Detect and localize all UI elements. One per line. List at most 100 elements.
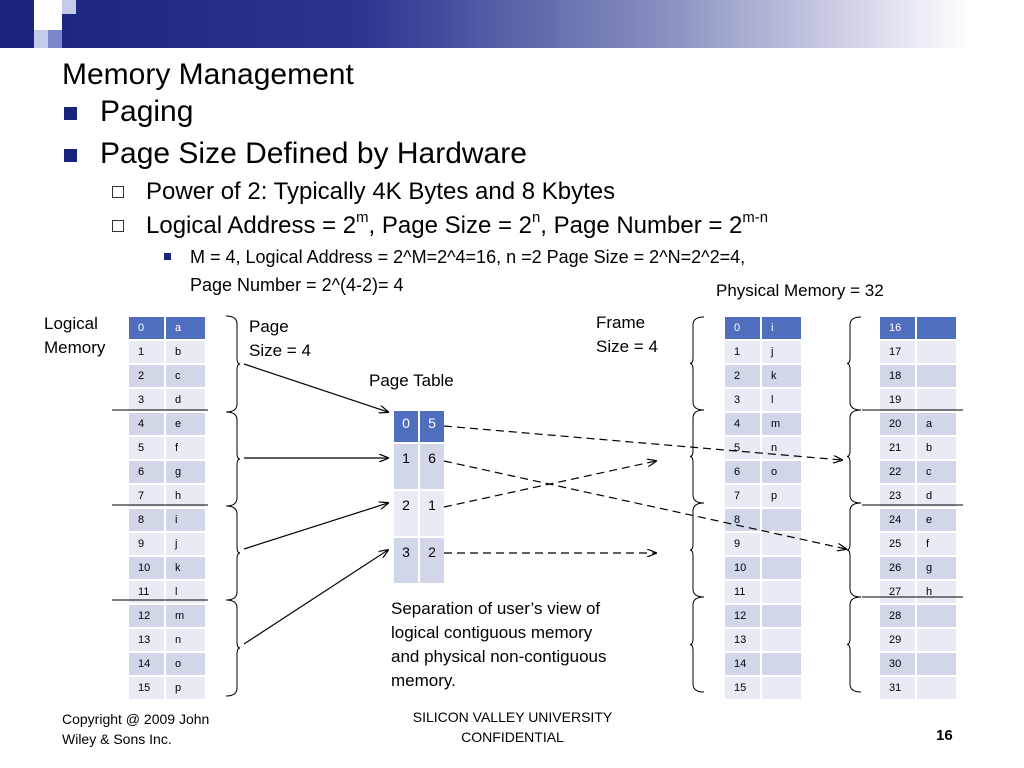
address-cell: 10 xyxy=(724,556,761,580)
physical-memory-row: 15 xyxy=(724,676,802,700)
address-cell: 3 xyxy=(128,388,165,412)
page-table-label: Page Table xyxy=(369,371,454,390)
page-brace xyxy=(225,315,241,413)
hollow-square-bullet-icon xyxy=(112,220,124,232)
address-cell: 21 xyxy=(879,436,916,460)
frame-brace xyxy=(689,316,705,411)
address-cell: 18 xyxy=(879,364,916,388)
address-cell: 14 xyxy=(724,652,761,676)
frame-brace xyxy=(689,596,705,693)
value-cell: o xyxy=(165,652,206,676)
value-cell xyxy=(761,532,802,556)
page-number-cell: 2 xyxy=(393,490,419,537)
physical-memory-row: 17 xyxy=(879,340,957,364)
header-square-decoration xyxy=(14,16,30,32)
address-cell: 9 xyxy=(128,532,165,556)
address-cell: 6 xyxy=(128,460,165,484)
physical-memory-row: 14 xyxy=(724,652,802,676)
address-cell: 14 xyxy=(128,652,165,676)
value-cell: e xyxy=(916,508,957,532)
hollow-square-bullet-icon xyxy=(112,186,124,198)
header-square-decoration xyxy=(34,0,62,30)
address-cell: 22 xyxy=(879,460,916,484)
physical-memory-row: 31 xyxy=(879,676,957,700)
address-cell: 31 xyxy=(879,676,916,700)
page-brace xyxy=(225,411,241,507)
address-cell: 7 xyxy=(724,484,761,508)
value-cell: a xyxy=(916,412,957,436)
physical-memory-row: 18 xyxy=(879,364,957,388)
value-cell: h xyxy=(165,484,206,508)
value-cell: m xyxy=(761,412,802,436)
square-bullet-icon xyxy=(64,149,77,162)
frame-number-cell: 1 xyxy=(419,490,445,537)
address-cell: 29 xyxy=(879,628,916,652)
page-arrow xyxy=(243,363,388,412)
address-cell: 16 xyxy=(879,316,916,340)
address-cell: 13 xyxy=(128,628,165,652)
physical-memory-row: 12 xyxy=(724,604,802,628)
page-brace xyxy=(225,599,241,697)
value-cell xyxy=(916,604,957,628)
value-cell xyxy=(761,676,802,700)
value-cell xyxy=(916,388,957,412)
frame-mapping-arrow xyxy=(443,460,846,549)
address-cell: 15 xyxy=(724,676,761,700)
address-cell: 5 xyxy=(724,436,761,460)
page-number-cell: 1 xyxy=(393,443,419,490)
address-cell: 27 xyxy=(879,580,916,604)
value-cell: k xyxy=(761,364,802,388)
address-cell: 2 xyxy=(128,364,165,388)
value-cell: f xyxy=(165,436,206,460)
value-cell xyxy=(916,340,957,364)
address-cell: 24 xyxy=(879,508,916,532)
address-cell: 6 xyxy=(724,460,761,484)
frame-brace xyxy=(846,409,862,504)
frame-brace xyxy=(689,409,705,504)
physical-memory-row: 19 xyxy=(879,388,957,412)
value-cell: g xyxy=(916,556,957,580)
frame-brace xyxy=(689,502,705,598)
page-number: 16 xyxy=(936,727,953,744)
address-cell: 12 xyxy=(724,604,761,628)
value-cell xyxy=(761,580,802,604)
physical-memory-row: 28 xyxy=(879,604,957,628)
value-cell: e xyxy=(165,412,206,436)
address-cell: 0 xyxy=(724,316,761,340)
value-cell: i xyxy=(761,316,802,340)
value-cell: b xyxy=(916,436,957,460)
value-cell: i xyxy=(165,508,206,532)
slide-title: Memory Management xyxy=(62,58,354,91)
value-cell: a xyxy=(165,316,206,340)
address-cell: 1 xyxy=(724,340,761,364)
page-arrow xyxy=(243,503,388,550)
physical-memory-row: 9 xyxy=(724,532,802,556)
square-bullet-icon xyxy=(64,107,77,120)
page-number-cell: 0 xyxy=(393,410,419,443)
